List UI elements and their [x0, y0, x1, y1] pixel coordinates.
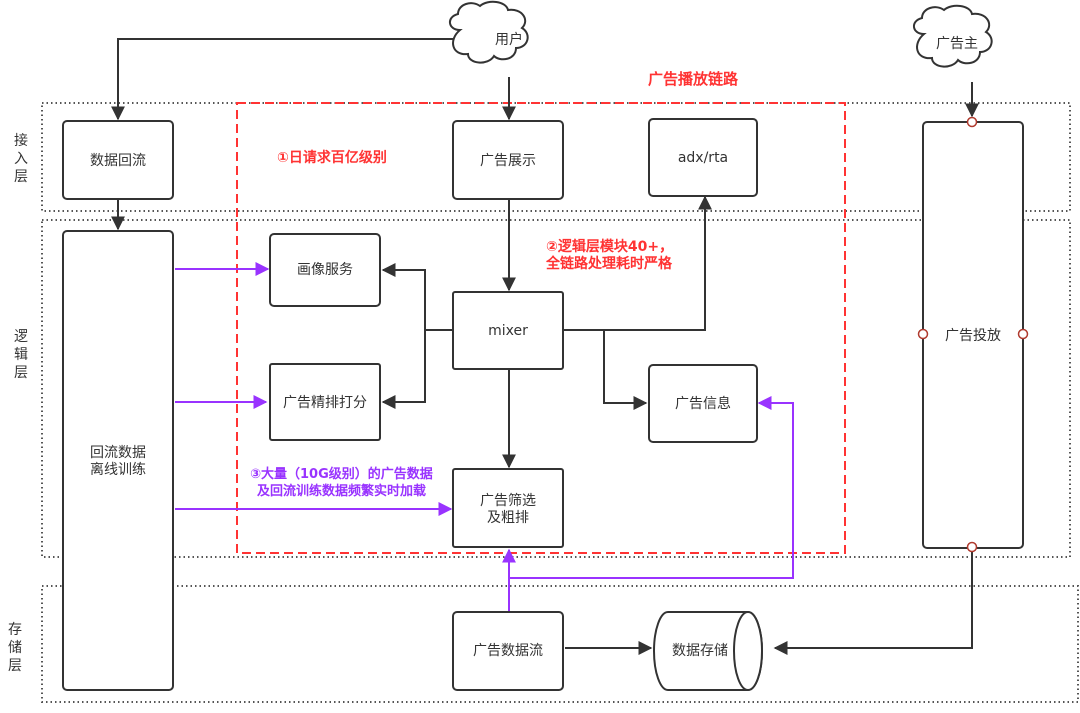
- node-label: 数据回流: [90, 153, 146, 169]
- node-label: 广告投放: [945, 328, 1001, 344]
- actor-advertiser[interactable]: 广告主: [913, 4, 993, 68]
- annotation-logic-modules-line2: 全链路处理耗时严格: [545, 255, 673, 272]
- node-label: 广告展示: [480, 153, 536, 169]
- annotation-data-load-line2: 及回流训练数据频繁实时加载: [257, 483, 426, 499]
- cylinder-end: [733, 611, 763, 691]
- port-top: [966, 116, 978, 128]
- node-data-reflow[interactable]: 数据回流: [62, 120, 174, 200]
- layer-logic-boundary: [41, 219, 1071, 558]
- layer-label-char: 存: [8, 622, 22, 638]
- edge-mixer-to-profile-service: [381, 263, 453, 331]
- edge-ad-stream-to-ad-info: [509, 396, 794, 579]
- node-ad-info[interactable]: 广告信息: [648, 364, 758, 443]
- layer-label-char: 入: [14, 151, 28, 167]
- port-left: [917, 328, 929, 340]
- port-right: [1017, 328, 1029, 340]
- cloud-icon: [913, 4, 993, 68]
- node-ad-delivery[interactable]: 广告投放: [917, 116, 1029, 553]
- actor-user[interactable]: 用户: [449, 0, 529, 64]
- annotation-logic-modules-line1: ②逻辑层模块40+，: [546, 238, 673, 255]
- node-adx-rta[interactable]: adx/rta: [648, 118, 758, 197]
- layer-label-char: 逻: [14, 329, 28, 345]
- node-ad-display[interactable]: 广告展示: [452, 120, 564, 200]
- node-label-line1: 回流数据: [90, 445, 146, 461]
- node-label: mixer: [488, 323, 528, 339]
- node-label-line1: 广告筛选: [480, 493, 536, 509]
- node-label: 广告数据流: [473, 643, 543, 659]
- layer-label-char: 储: [8, 640, 22, 656]
- node-label-line2: 离线训练: [90, 461, 146, 478]
- node-data-storage[interactable]: 数据存储: [653, 611, 763, 691]
- node-label: 数据存储: [672, 643, 728, 659]
- edge-user-to-data-reflow: [111, 38, 454, 121]
- actor-label: 广告主: [936, 36, 978, 52]
- layer-label-access: 接 入 层: [14, 132, 28, 185]
- actor-label: 用户: [495, 31, 523, 48]
- layer-storage-boundary: [41, 585, 1079, 703]
- node-label: 广告精排打分: [283, 394, 367, 411]
- node-offline-training[interactable]: 回流数据 离线训练: [62, 230, 174, 691]
- node-mixer[interactable]: mixer: [452, 291, 564, 370]
- annotation-daily-requests: ①日请求百亿级别: [277, 149, 387, 166]
- edge-delivery-to-storage: [773, 552, 973, 655]
- node-ad-filter[interactable]: 广告筛选 及粗排: [452, 468, 564, 548]
- layer-access-boundary: [41, 102, 1071, 212]
- node-profile-service[interactable]: 画像服务: [269, 233, 381, 307]
- ad-playback-chain-title: 广告播放链路: [648, 70, 739, 88]
- node-label-line2: 及粗排: [487, 510, 529, 526]
- edge-mixer-to-adx-rta: [563, 195, 712, 331]
- node-label: 广告信息: [675, 395, 731, 412]
- layer-label-storage: 存 储 层: [8, 622, 22, 674]
- node-label: 画像服务: [297, 262, 353, 278]
- annotation-data-load-line1: ③大量（10G级别）的广告数据: [250, 466, 433, 482]
- cloud-icon: [449, 0, 529, 64]
- edge-mixer-to-ad-info: [603, 330, 648, 410]
- node-ad-stream[interactable]: 广告数据流: [452, 611, 564, 691]
- layer-label-char: 层: [14, 365, 28, 381]
- layer-label-char: 层: [14, 169, 28, 185]
- ad-playback-chain-boundary: [236, 102, 846, 554]
- layer-label-char: 接: [14, 132, 28, 149]
- node-fine-rank[interactable]: 广告精排打分: [269, 363, 381, 441]
- edge-mixer-to-fine-rank: [381, 330, 426, 409]
- port-bottom: [966, 541, 978, 553]
- layer-label-char: 层: [8, 658, 22, 674]
- layer-label-char: 辑: [14, 347, 28, 363]
- layer-label-logic: 逻 辑 层: [14, 329, 28, 381]
- node-label: adx/rta: [678, 150, 728, 166]
